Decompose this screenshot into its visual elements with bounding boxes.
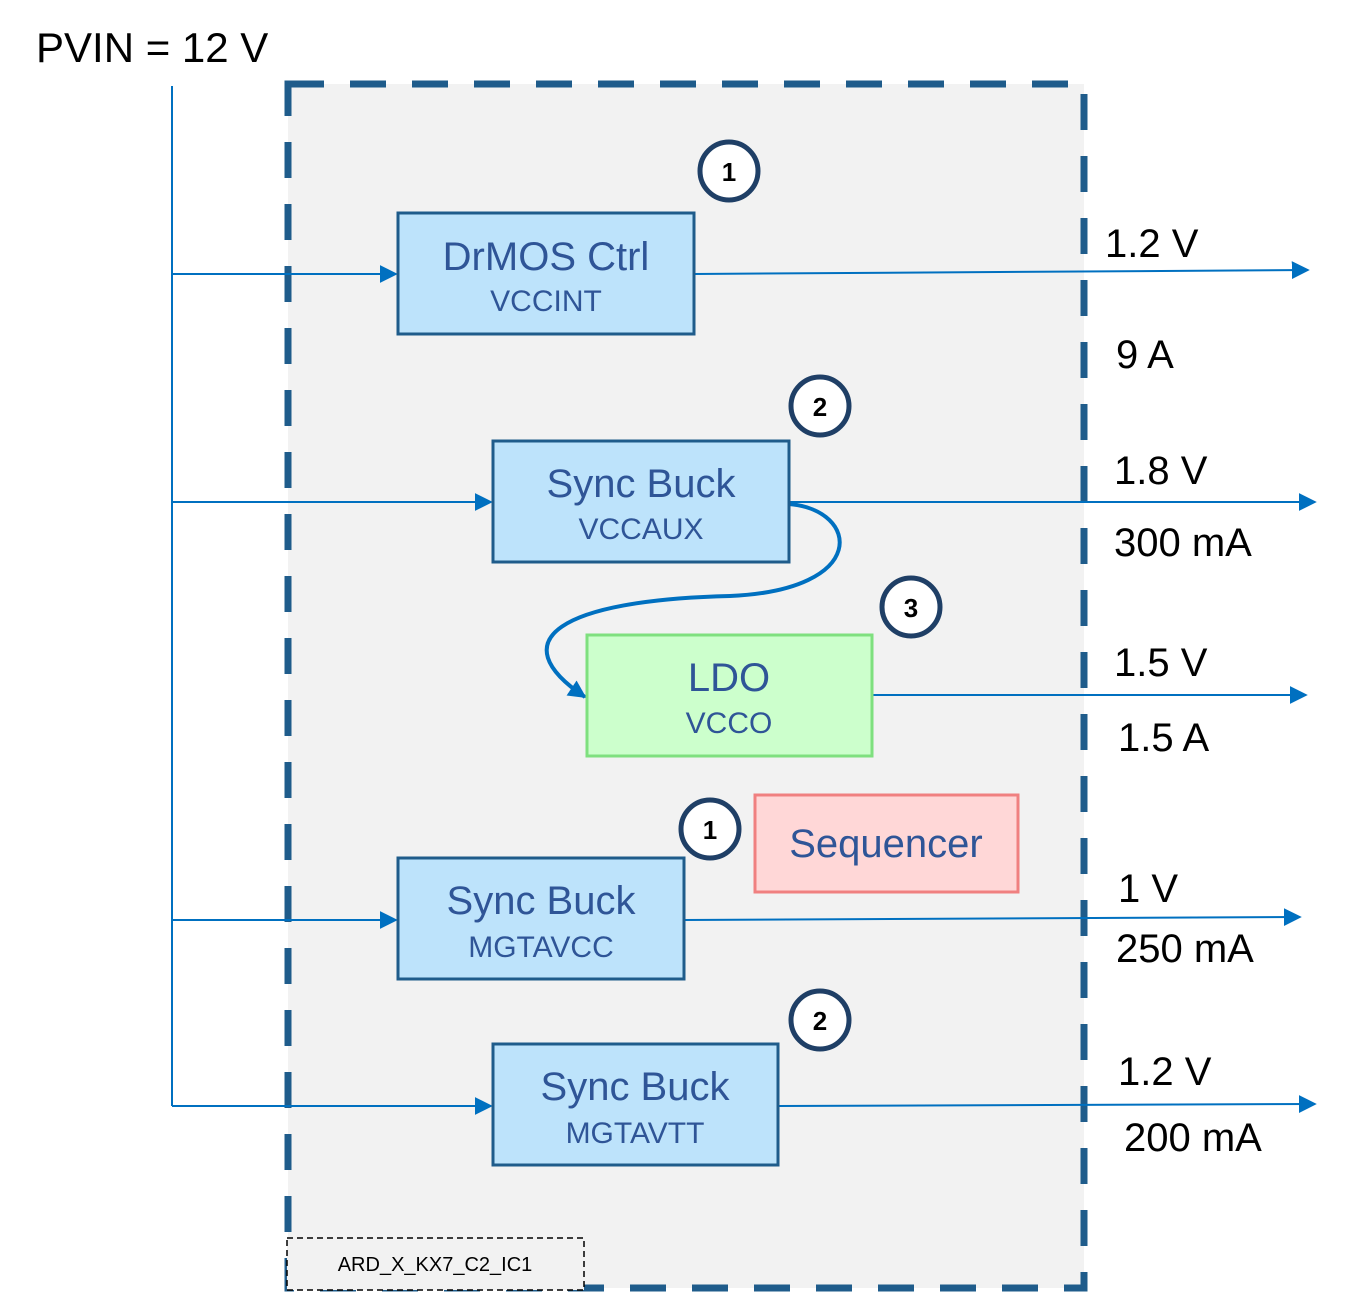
vccaux-to-ldo-connector xyxy=(544,502,842,699)
sequence-badge-vccint: 1 xyxy=(697,139,761,203)
output-line-vccint xyxy=(693,261,1310,280)
sequence-badge-mgtavcc: 1 xyxy=(678,797,742,861)
block-sequencer: Sequencer xyxy=(753,793,1020,894)
block-mgtavcc: Sync Buck MGTAVCC xyxy=(396,856,686,981)
block-vcco-subtitle: VCCO xyxy=(686,707,773,740)
pvin-label: PVIN = 12 V xyxy=(36,24,268,71)
block-vcco: LDO VCCO xyxy=(585,633,874,758)
output-current-vcco: 1.5 A xyxy=(1118,716,1210,760)
block-mgtavcc-title: Sync Buck xyxy=(447,879,637,923)
block-mgtavtt-title: Sync Buck xyxy=(541,1065,731,1109)
ic-tag: ARD_X_KX7_C2_IC1 xyxy=(286,1237,585,1291)
output-voltage-vcco: 1.5 V xyxy=(1114,641,1208,685)
svg-text:1: 1 xyxy=(722,157,736,187)
block-mgtavtt: Sync Buck MGTAVTT xyxy=(491,1042,780,1167)
svg-text:1: 1 xyxy=(703,815,717,845)
output-line-mgtavtt xyxy=(777,1095,1317,1114)
sequence-badge-mgtavtt: 2 xyxy=(788,988,852,1052)
output-current-mgtavtt: 200 mA xyxy=(1124,1116,1262,1160)
block-sequencer-title: Sequencer xyxy=(789,822,982,866)
output-voltage-mgtavtt: 1.2 V xyxy=(1118,1050,1212,1094)
block-mgtavtt-subtitle: MGTAVTT xyxy=(566,1117,705,1150)
block-vccint-subtitle: VCCINT xyxy=(490,285,602,318)
output-voltage-vccaux: 1.8 V xyxy=(1114,449,1208,493)
sequence-badge-vccaux: 2 xyxy=(788,374,852,438)
svg-text:2: 2 xyxy=(813,1006,827,1036)
block-vccaux: Sync Buck VCCAUX xyxy=(491,439,791,564)
block-vcco-title: LDO xyxy=(688,656,770,700)
block-vccaux-subtitle: VCCAUX xyxy=(578,513,703,546)
svg-text:2: 2 xyxy=(813,392,827,422)
output-voltage-mgtavcc: 1 V xyxy=(1118,867,1178,911)
svg-text:3: 3 xyxy=(904,593,918,623)
sequence-badge-vcco: 3 xyxy=(879,575,943,639)
output-current-vccint: 9 A xyxy=(1116,333,1174,377)
output-line-mgtavcc xyxy=(683,908,1302,927)
ic-tag-label: ARD_X_KX7_C2_IC1 xyxy=(338,1254,533,1276)
block-mgtavcc-subtitle: MGTAVCC xyxy=(468,931,614,964)
output-current-vccaux: 300 mA xyxy=(1114,521,1252,565)
output-current-mgtavcc: 250 mA xyxy=(1116,927,1254,971)
block-vccaux-title: Sync Buck xyxy=(547,462,737,506)
block-vccint-title: DrMOS Ctrl xyxy=(443,235,650,279)
output-voltage-vccint: 1.2 V xyxy=(1105,222,1199,266)
block-vccint: DrMOS Ctrl VCCINT xyxy=(396,211,696,336)
